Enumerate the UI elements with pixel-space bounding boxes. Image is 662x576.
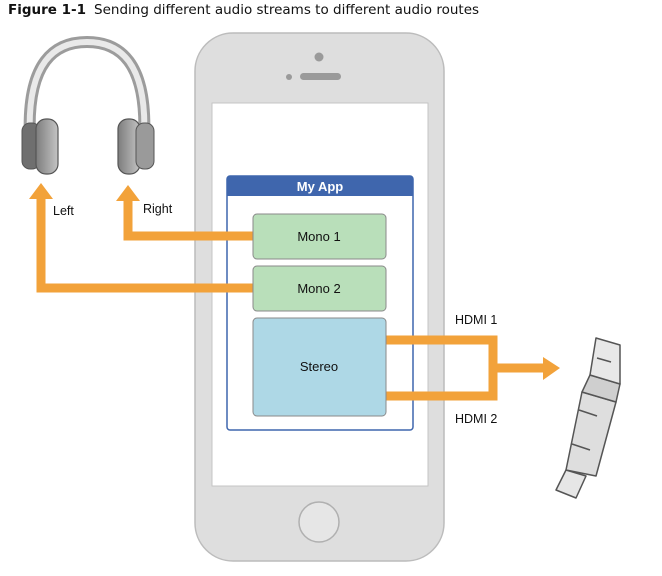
right-route-label: Right — [143, 202, 173, 216]
headphones-icon — [21, 35, 155, 175]
figure-label: Figure 1-1 — [8, 2, 87, 18]
camera-icon — [314, 52, 324, 62]
app-title: My App — [297, 179, 344, 194]
hdmi-arrowhead — [543, 357, 560, 380]
hdmi2-route-label: HDMI 2 — [455, 412, 497, 426]
left-route-label: Left — [53, 204, 74, 218]
route-right-line — [123, 200, 253, 241]
audio-routes — [36, 198, 545, 401]
app-title-bar — [227, 176, 413, 196]
stereo-stream: Stereo — [252, 317, 387, 417]
figure-title: Sending different audio streams to diffe… — [94, 2, 480, 18]
speaker-grille — [300, 73, 341, 80]
home-button-icon — [298, 501, 340, 543]
mono1-label: Mono 1 — [297, 229, 340, 244]
sensor-icon — [286, 74, 292, 80]
hdmi1-route-label: HDMI 1 — [455, 313, 497, 327]
right-arrowhead — [116, 185, 140, 201]
figure-caption: Figure 1-1 Sending different audio stream… — [8, 2, 658, 18]
mono2-label: Mono 2 — [297, 281, 340, 296]
route-left-line — [36, 198, 253, 293]
left-arrowhead — [29, 183, 53, 199]
mono1-stream: Mono 1 — [252, 213, 387, 260]
lightning-connector-icon — [555, 337, 621, 499]
stereo-label: Stereo — [300, 359, 338, 374]
mono2-stream: Mono 2 — [252, 265, 387, 312]
